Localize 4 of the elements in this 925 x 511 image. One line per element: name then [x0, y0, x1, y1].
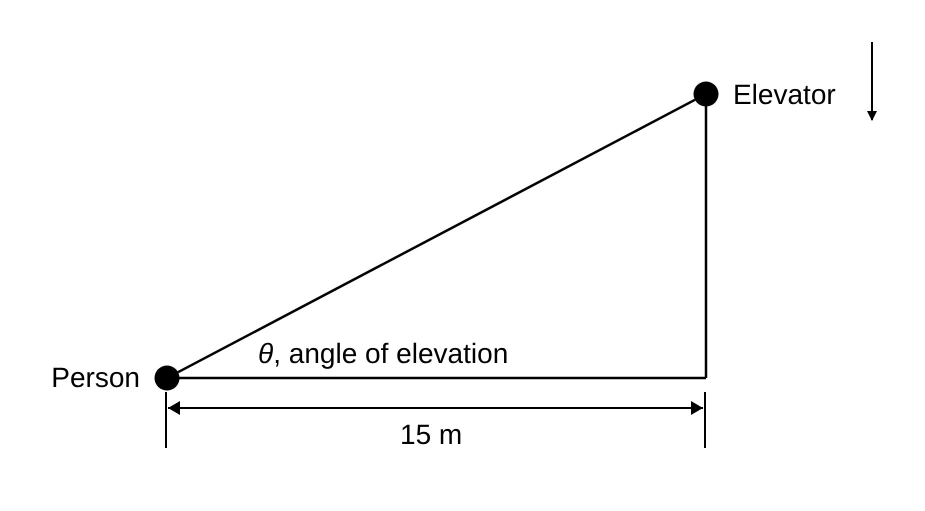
node-label: Elevator: [733, 81, 836, 109]
dimension-label: 15 m: [400, 421, 462, 449]
angle-label: θ, angle of elevation: [258, 340, 508, 368]
node-label: Person: [51, 364, 140, 392]
